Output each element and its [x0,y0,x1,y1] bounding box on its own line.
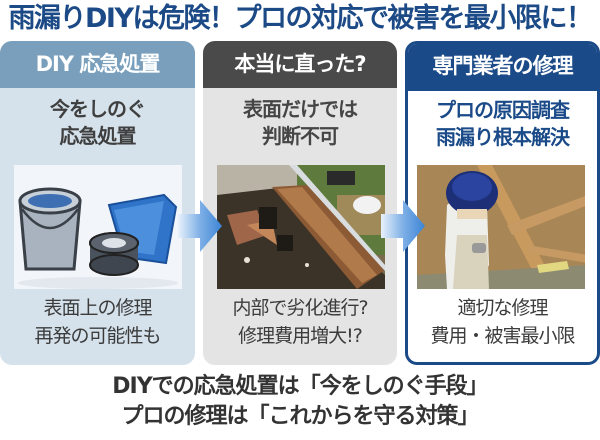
panel-subtitle: 今をしのぐ 応急処置 [0,96,195,150]
footer-line: 再発の可能性も [34,325,161,347]
panel-header: 本当に直った? [203,41,397,88]
panel-header: DIY 応急処置 [0,41,195,88]
conclusion-text: DIYでの応急処置は「今をしのぐ手段」 プロの修理は「これからを守る対策」 [0,372,600,432]
panel-subtitle: 表面だけでは 判断不可 [203,96,397,150]
panel-footer: 内部で劣化進行? 修理費用増大!? [203,294,397,350]
panel-footer: 表面上の修理 再発の可能性も [0,294,195,350]
subtitle-line: プロの原因調査 [436,98,570,122]
subtitle-line: 判断不可 [262,124,339,148]
panel-professional: 専門業者の修理 プロの原因調査 雨漏り根本解決 適切な修理 費用・被害最小限 [405,41,600,365]
panel-diy: DIY 応急処置 今をしのぐ 応急処置 表面上の修理 再発の可能性も [0,41,195,365]
panel-really-fixed: 本当に直った? 表面だけでは 判断不可 内部で劣化進行? 修理費用増大!? [203,41,397,365]
main-title: 雨漏りDIYは危険！プロの対応で被害を最小限に！ [8,3,593,34]
footer-line: 表面上の修理 [43,297,152,319]
footer-line: 内部で劣化進行? [232,297,368,319]
footer-line: 費用・被害最小限 [430,325,575,347]
conclusion-line: DIYでの応急処置は「今をしのぐ手段」 [112,374,488,399]
conclusion-line: プロの修理は「これからを守る対策」 [121,404,479,429]
subtitle-line: 雨漏り根本解決 [436,125,570,149]
panel-footer: 適切な修理 費用・被害最小限 [408,294,597,350]
panel-header: 専門業者の修理 [408,44,597,91]
footer-line: 修理費用増大!? [238,325,363,347]
panel-subtitle: プロの原因調査 雨漏り根本解決 [408,97,597,151]
subtitle-line: 今をしのぐ [50,97,146,121]
diy-supplies-image [14,165,182,289]
footer-line: 適切な修理 [457,297,548,319]
rotted-roof-image [217,165,385,289]
arrow-right-icon [178,198,222,254]
subtitle-line: 応急処置 [59,124,137,148]
subtitle-line: 表面だけでは [243,97,358,121]
attic-inspection-image [417,165,585,289]
arrow-right-icon [381,198,425,254]
